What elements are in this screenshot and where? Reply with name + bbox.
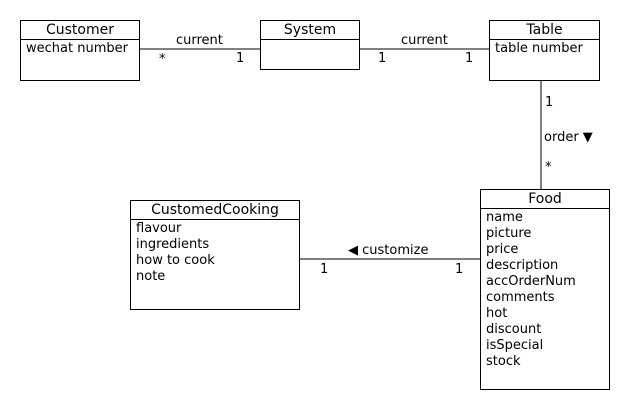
- attribute: ingredients: [136, 237, 210, 252]
- class-system-name: System: [261, 21, 359, 40]
- multiplicity-system-end-right: 1: [378, 51, 387, 66]
- class-table[interactable]: Table table number: [489, 20, 600, 81]
- class-customed-cooking-attributes: flavour ingredients how to cook note: [131, 220, 299, 286]
- attribute: name: [486, 210, 523, 225]
- class-table-name: Table: [490, 21, 599, 40]
- class-customer-name: Customer: [21, 21, 139, 40]
- multiplicity-food-order-end: *: [545, 160, 552, 175]
- attribute: stock: [486, 354, 521, 369]
- attribute: wechat number: [26, 41, 128, 56]
- attribute: comments: [486, 290, 555, 305]
- class-system-attributes: [261, 40, 359, 42]
- class-customer-attributes: wechat number: [21, 40, 139, 58]
- multiplicity-customer-end: *: [159, 52, 166, 67]
- attribute: discount: [486, 322, 542, 337]
- attribute: accOrderNum: [486, 274, 576, 289]
- multiplicity-cooking-end: 1: [320, 262, 329, 277]
- attribute: flavour: [136, 221, 182, 236]
- multiplicity-table-order-end: 1: [545, 95, 554, 110]
- class-table-attributes: table number: [490, 40, 599, 58]
- association-label-food-cooking: ◀ customize: [348, 243, 429, 258]
- attribute: how to cook: [136, 253, 215, 268]
- class-food-attributes: name picture price description accOrderN…: [481, 209, 609, 371]
- multiplicity-food-customize-end: 1: [455, 262, 464, 277]
- association-label-system-table: current: [401, 33, 448, 48]
- class-customed-cooking-name: CustomedCooking: [131, 201, 299, 220]
- class-system[interactable]: System: [260, 20, 360, 70]
- attribute: hot: [486, 306, 508, 321]
- association-label-table-food: order ▼: [544, 130, 593, 145]
- attribute: description: [486, 258, 559, 273]
- attribute: picture: [486, 226, 532, 241]
- attribute: isSpecial: [486, 338, 544, 353]
- association-label-customer-system: current: [176, 33, 223, 48]
- multiplicity-system-end-left: 1: [236, 51, 245, 66]
- class-food[interactable]: Food name picture price description accO…: [480, 189, 610, 390]
- attribute: note: [136, 269, 166, 284]
- attribute: price: [486, 242, 519, 257]
- class-customed-cooking[interactable]: CustomedCooking flavour ingredients how …: [130, 200, 300, 310]
- attribute: table number: [495, 41, 583, 56]
- class-food-name: Food: [481, 190, 609, 209]
- class-customer[interactable]: Customer wechat number: [20, 20, 140, 81]
- multiplicity-table-end: 1: [465, 51, 474, 66]
